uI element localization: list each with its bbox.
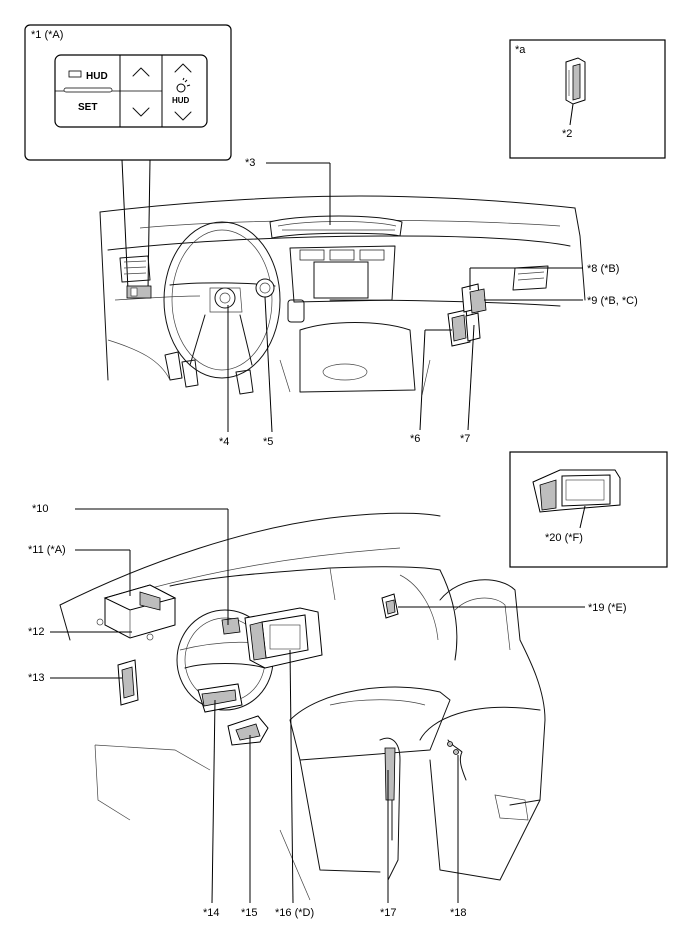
set-button-label: SET — [78, 102, 97, 113]
brightness-up-arrow-icon — [174, 63, 192, 73]
detail-box-a: *a *2 — [509, 39, 666, 159]
callout-4: *4 — [219, 436, 229, 448]
callout-13: *13 — [28, 672, 45, 684]
detail-box-20: *20 (*F) — [509, 451, 668, 568]
callout-12: *12 — [28, 626, 45, 638]
hud-indicator-icon — [68, 70, 82, 78]
callout-17: *17 — [380, 907, 397, 919]
callout-14: *14 — [203, 907, 220, 919]
callout-a: *a — [515, 44, 526, 56]
up-arrow-icon — [132, 67, 150, 77]
callout-11: *11 (*A) — [28, 544, 66, 556]
bottom-interior-illustration: *10 *11 (*A) *12 *13 *14 *15 *16 (*D) *1… — [28, 503, 627, 919]
callout-7: *7 — [460, 433, 470, 445]
callout-1: *1 (*A) — [31, 29, 63, 41]
callout-15: *15 — [241, 907, 258, 919]
callout-10: *10 — [32, 503, 49, 515]
brightness-icon — [176, 77, 191, 93]
hud-brightness-label: HUD — [172, 96, 190, 105]
callout-9: *9 (*B, *C) — [587, 295, 638, 307]
down-arrow-icon — [132, 107, 150, 117]
top-dashboard-illustration: *3 *4 *5 *6 *7 *8 (*B) *9 (*B, *C) — [99, 157, 638, 448]
callout-20: *20 (*F) — [545, 532, 583, 544]
callout-8: *8 (*B) — [587, 263, 619, 275]
hud-button-label: HUD — [86, 71, 108, 82]
callout-3: *3 — [245, 157, 255, 169]
hud-switch-detail-box: *1 (*A) HUD SET HUD — [24, 24, 232, 291]
callout-2: *2 — [562, 128, 572, 140]
callout-19: *19 (*E) — [588, 602, 627, 614]
callout-18: *18 — [450, 907, 467, 919]
callout-6: *6 — [410, 433, 420, 445]
callout-16: *16 (*D) — [275, 907, 314, 919]
module-group-6-9 — [447, 283, 487, 347]
callout-5: *5 — [263, 436, 273, 448]
brightness-down-arrow-icon — [174, 111, 192, 121]
